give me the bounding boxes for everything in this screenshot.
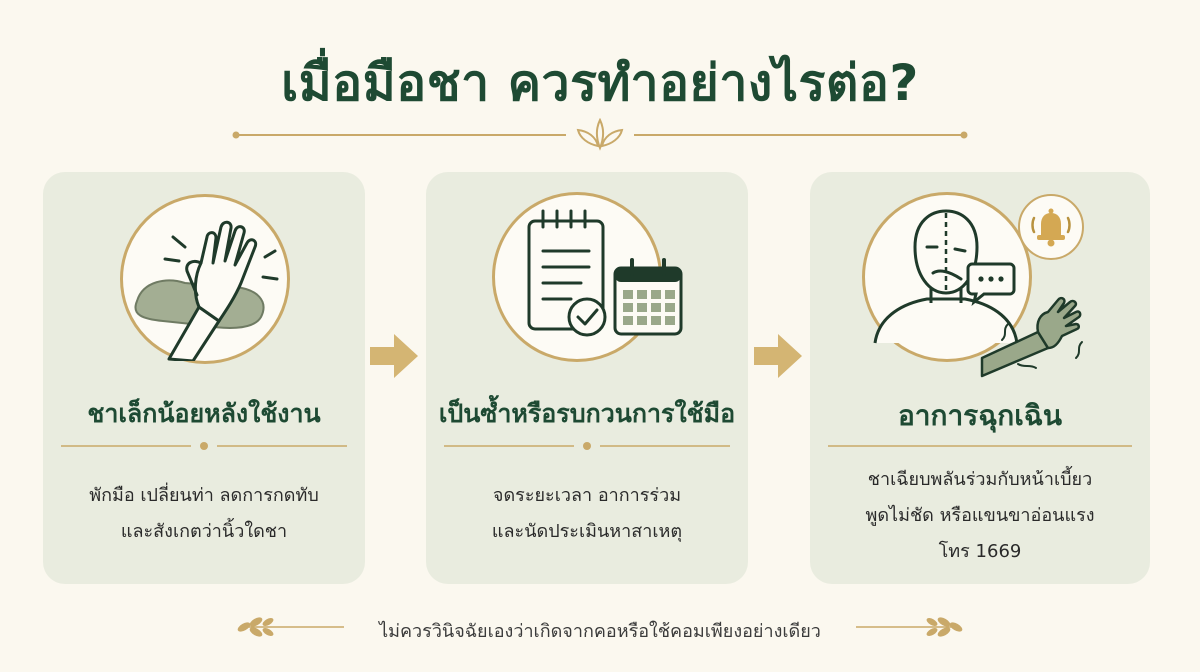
card-title: อาการฉุกเฉิน [897, 399, 1063, 432]
card-line: และนัดประเมินหาสาเหตุ [491, 521, 683, 542]
card-body: ชาเฉียบพลันร่วมกับหน้าเบี้ยว พูดไม่ชัด ห… [820, 462, 1140, 570]
arrow-right-icon [754, 334, 802, 378]
speech-bubble-icon [966, 262, 1016, 306]
card-divider [828, 445, 1132, 447]
alarm-bell-icon [1031, 208, 1071, 247]
card-divider [444, 442, 730, 450]
laurel-right-icon [856, 617, 963, 637]
stroke-face-icon [873, 209, 1019, 344]
card-recurring-numbness: เป็นซ้ำหรือรบกวนการใช้มือ จดระยะเวลา อาก… [426, 172, 748, 584]
footnote: ไม่ควรวินิจฉัยเองว่าเกิดจากคอหรือใช้คอมเ… [379, 621, 821, 642]
icon-circle [120, 194, 290, 364]
card-line: โทร 1669 [938, 541, 1022, 562]
card-minor-numbness: ชาเล็กน้อยหลังใช้งาน พักมือ เปลี่ยนท่า ล… [43, 172, 365, 584]
card-line: จดระยะเวลา อาการร่วม [492, 485, 682, 506]
card-divider [61, 442, 347, 450]
leaf-ornament-icon [576, 118, 624, 151]
card-body: พักมือ เปลี่ยนท่า ลดการกดทับ และสังเกตว่… [53, 478, 355, 550]
card-title: เป็นซ้ำหรือรบกวนการใช้มือ [438, 399, 736, 428]
card-line: และสังเกตว่านิ้วใดชา [120, 521, 288, 542]
hand-rest-icon [134, 220, 279, 361]
card-title: ชาเล็กน้อยหลังใช้งาน [87, 399, 321, 428]
page-title: เมื่อมือชา ควรทำอย่างไรต่อ? [281, 54, 919, 112]
clipboard-icon [527, 209, 607, 337]
card-body: จดระยะเวลา อาการร่วม และนัดประเมินหาสาเห… [436, 478, 738, 550]
card-line: พักมือ เปลี่ยนท่า ลดการกดทับ [89, 485, 319, 506]
card-line: ชาเฉียบพลันร่วมกับหน้าเบี้ยว [867, 469, 1093, 490]
card-emergency: อาการฉุกเฉิน ชาเฉียบพลันร่วมกับหน้าเบี้ย… [810, 172, 1150, 584]
title-divider [232, 118, 968, 151]
card-line: พูดไม่ชัด หรือแขนขาอ่อนแรง [865, 505, 1095, 526]
arrow-right-icon [370, 334, 418, 378]
laurel-left-icon [237, 617, 344, 637]
weak-arm-icon [980, 296, 1083, 378]
calendar-icon [613, 258, 683, 336]
alarm-bell-badge [1018, 194, 1084, 260]
